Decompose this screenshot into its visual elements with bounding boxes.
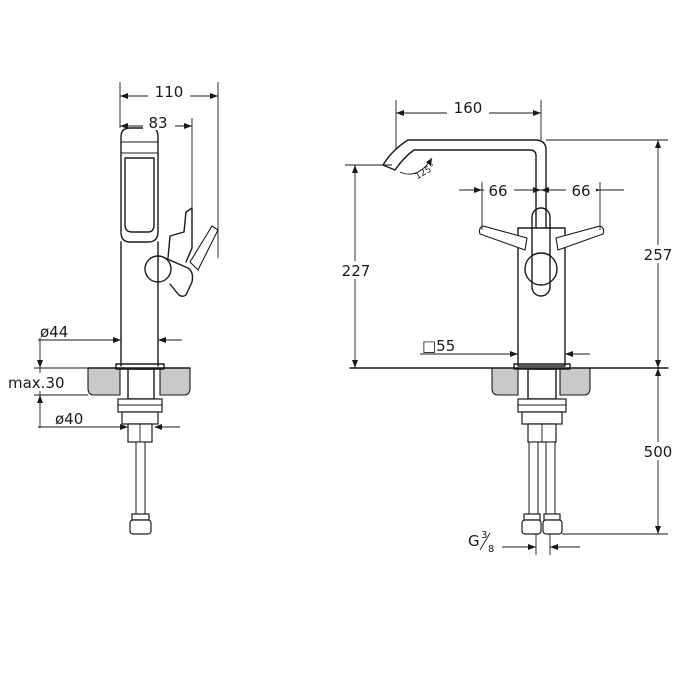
dim-thread-numerator: 3 [481,530,487,541]
side-view: 110 83 ø44 max.30 [6,82,219,535]
dim-square-55: □55 [420,337,590,357]
dim-diameter-40-label: ø40 [55,410,83,428]
dim-max-30: max.30 [6,338,88,428]
dim-83: 83 [120,113,193,210]
dim-thread-prefix: G [468,532,480,550]
dim-66-left-label: 66 [488,182,507,200]
spout [382,139,547,229]
dim-227: 227 [336,164,392,368]
dim-110: 110 [119,82,219,258]
dim-257: 257 [546,139,678,368]
countertop-right [349,367,669,396]
dim-66-left: 66 [459,181,541,230]
dim-66-right: 66 [541,181,624,230]
dim-257-label: 257 [644,246,673,264]
dim-diameter-40: ø40 [38,410,180,430]
dim-square-55-label: □55 [422,337,455,355]
dim-160: 160 [395,98,542,150]
dim-227-label: 227 [342,262,371,280]
dim-angle-125: 125° [399,157,438,183]
dim-thread-denominator: 8 [488,544,494,555]
dim-thread-g3-8: G 3 8 [468,530,580,555]
faucet-body-side [115,127,219,535]
dim-diameter-44: ø44 [38,323,182,343]
dim-160-label: 160 [454,99,483,117]
dim-110-label: 110 [155,83,184,101]
dim-angle-125-label: 125° [414,163,438,183]
countertop-left [87,367,191,396]
dim-max-30-label: max.30 [8,374,65,392]
dim-83-label: 83 [148,114,167,132]
dim-500-label: 500 [644,443,673,461]
dim-500: 500 [562,368,678,535]
dim-diameter-44-label: ø44 [40,323,68,341]
dim-66-right-label: 66 [571,182,590,200]
faucet-body-front [478,207,605,535]
front-view: 160 125° 66 66 [336,98,678,555]
